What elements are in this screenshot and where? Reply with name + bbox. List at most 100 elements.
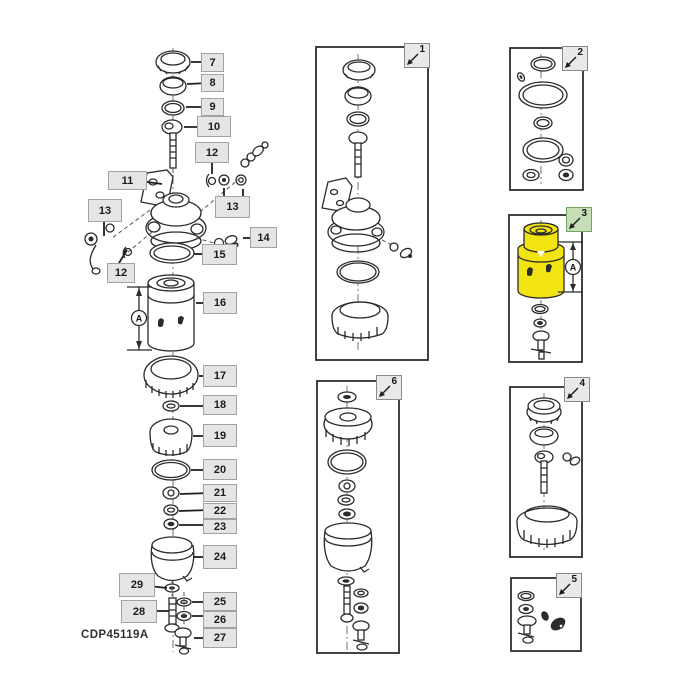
- panel-label-2-number: 2: [577, 47, 583, 58]
- panel-5-drain-kit: [517, 590, 566, 644]
- part-12-clamp-right: [205, 173, 217, 188]
- panel-2-border: [509, 47, 584, 191]
- callout-7-label: 7: [209, 56, 216, 69]
- callout-8-label: 8: [209, 77, 216, 89]
- part-22-washer: [163, 504, 179, 516]
- callout-18-label: 18: [213, 399, 227, 411]
- callout-16-label: 16: [213, 297, 227, 309]
- callout-17-label: 17: [213, 370, 227, 382]
- panel-label-2[interactable]: 2: [562, 46, 588, 71]
- panel-3-drain-valve: [530, 330, 552, 360]
- panel-4-kit: [516, 393, 581, 552]
- dimension-a-right-label: A: [570, 263, 577, 273]
- callout-23[interactable]: 23: [203, 519, 237, 534]
- callout-27[interactable]: 27: [203, 628, 237, 648]
- callout-18[interactable]: 18: [203, 395, 237, 415]
- part-18-seal: [162, 400, 180, 412]
- callout-15-label: 15: [213, 248, 226, 261]
- callout-20-label: 20: [213, 463, 227, 476]
- callout-10-label: 10: [207, 120, 221, 133]
- callout-20[interactable]: 20: [203, 459, 237, 480]
- panel-4-border: [509, 386, 583, 558]
- part-3-yellow-filter[interactable]: [517, 222, 565, 299]
- panel-label-5-number: 5: [571, 574, 577, 585]
- panel-label-6-number: 6: [391, 376, 397, 387]
- leader-arrow-icon: [379, 385, 391, 397]
- callout-13-left[interactable]: 13: [88, 199, 122, 222]
- panel-label-4-number: 4: [579, 378, 585, 389]
- part-17-ribbed-ring: [143, 355, 199, 398]
- callout-29-label: 29: [130, 579, 144, 591]
- part-10-retainer-bolt: [161, 119, 183, 169]
- callout-25[interactable]: 25: [203, 592, 237, 611]
- callout-27-label: 27: [213, 632, 227, 644]
- leader-arrow-icon: [407, 53, 419, 65]
- leader-arrow-icon: [559, 583, 571, 595]
- part-13-fittings-left: [84, 223, 115, 275]
- part-16-filter-element: [147, 274, 195, 352]
- panel-3-border: [508, 214, 583, 363]
- brand-logo-mark-left: [527, 267, 533, 276]
- dimension-a-right: A: [558, 241, 583, 293]
- callout-19-label: 19: [213, 429, 227, 442]
- part-13-fittings-right: [218, 174, 247, 186]
- panel-6-border: [316, 380, 400, 654]
- part-21-nut: [162, 486, 180, 500]
- callout-14[interactable]: 14: [250, 227, 277, 248]
- callout-11-label: 11: [121, 174, 134, 187]
- callout-9[interactable]: 9: [201, 98, 224, 116]
- panel-2-seal-kit: [516, 54, 574, 184]
- part-19-ribbed-bowl: [149, 418, 193, 456]
- callout-14-label: 14: [257, 231, 270, 244]
- callout-17[interactable]: 17: [203, 365, 237, 387]
- callout-16[interactable]: 16: [203, 292, 237, 314]
- panel-label-1-number: 1: [419, 44, 425, 55]
- callout-12-left[interactable]: 12: [107, 263, 135, 283]
- callout-12-right-label: 12: [205, 146, 219, 159]
- callout-25-label: 25: [213, 595, 227, 608]
- callout-29[interactable]: 29: [119, 573, 155, 597]
- callout-12-right[interactable]: 12: [195, 142, 229, 163]
- callout-23-label: 23: [213, 520, 227, 533]
- part-24-sediment-bowl: [150, 536, 195, 582]
- callout-19[interactable]: 19: [203, 424, 237, 447]
- callout-9-label: 9: [209, 101, 216, 113]
- dimension-a-left-label: A: [136, 314, 143, 324]
- panel-label-5[interactable]: 5: [556, 573, 582, 598]
- panel-label-4[interactable]: 4: [564, 377, 590, 402]
- panel-6-bowl-kit: [323, 386, 373, 651]
- callout-24[interactable]: 24: [203, 545, 237, 569]
- callout-22[interactable]: 22: [203, 503, 237, 519]
- filter-head: [145, 192, 207, 251]
- panel-label-3-number: 3: [581, 208, 587, 219]
- callout-12-left-label: 12: [114, 267, 128, 279]
- callout-28[interactable]: 28: [121, 600, 157, 623]
- callout-26[interactable]: 26: [203, 611, 237, 628]
- part-20-oring: [151, 459, 191, 481]
- callout-26-label: 26: [213, 613, 227, 626]
- part-15-oring: [149, 242, 195, 264]
- part-12-clamp-left: [122, 246, 133, 259]
- callout-22-label: 22: [213, 505, 227, 517]
- filter-index-notch: [537, 251, 545, 257]
- callout-15[interactable]: 15: [202, 244, 237, 265]
- part-23-grommet: [163, 518, 179, 530]
- callout-11[interactable]: 11: [108, 171, 147, 190]
- panel-5-border: [510, 577, 582, 652]
- panel-label-6[interactable]: 6: [376, 375, 402, 400]
- callout-10[interactable]: 10: [197, 116, 231, 137]
- callout-21-label: 21: [213, 487, 227, 499]
- callout-13-right[interactable]: 13: [215, 196, 250, 218]
- part-8-element: [159, 76, 187, 96]
- part-27-drain-valve: [174, 627, 192, 655]
- callout-28-label: 28: [132, 605, 146, 618]
- panel-label-3-highlighted[interactable]: 3: [566, 207, 592, 232]
- callout-7[interactable]: 7: [201, 53, 224, 72]
- callout-21[interactable]: 21: [203, 484, 237, 502]
- panel-label-1[interactable]: 1: [404, 43, 430, 68]
- callout-8[interactable]: 8: [201, 74, 224, 92]
- fuel-line-fitting: [240, 141, 269, 168]
- callout-13-left-label: 13: [98, 204, 112, 217]
